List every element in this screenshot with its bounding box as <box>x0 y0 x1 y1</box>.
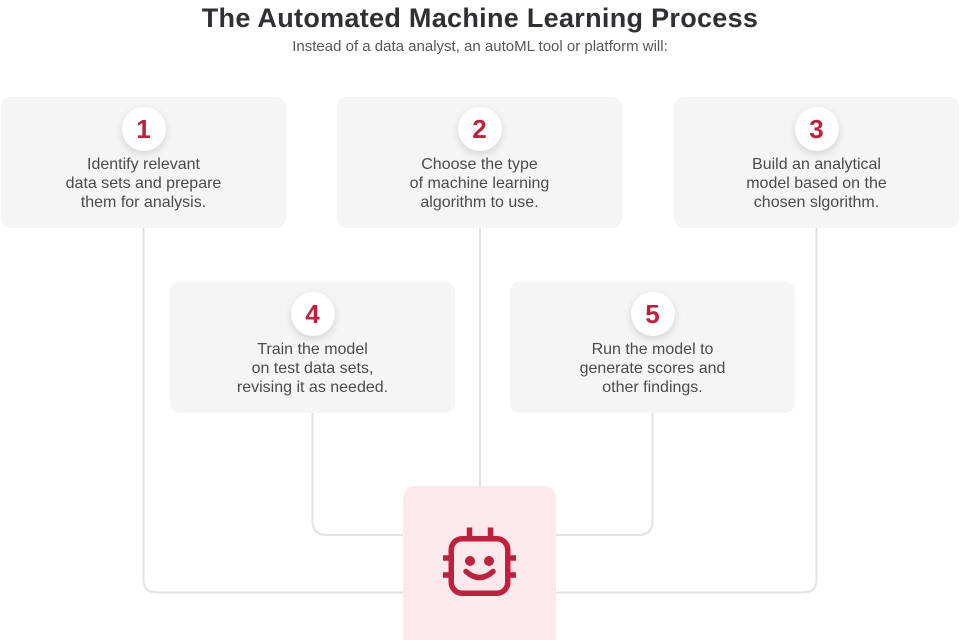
step-3-number-badge: 3 <box>794 107 839 151</box>
step-5-number-badge: 5 <box>630 292 675 336</box>
page-subtitle: Instead of a data analyst, an autoML too… <box>292 38 668 55</box>
step-1-number-badge: 1 <box>121 107 166 151</box>
robot-smile <box>463 568 496 581</box>
step-4-number-badge: 4 <box>290 292 335 336</box>
step-card-4: 4 Train the model on test data sets, rev… <box>170 282 455 413</box>
robot-card <box>403 486 556 640</box>
step-card-3: 3 Build an analytical model based on the… <box>674 97 959 228</box>
robot-eye-right <box>484 556 494 566</box>
step-2-number-badge: 2 <box>457 107 502 151</box>
step-card-2: 2 Choose the type of machine learning al… <box>337 97 622 228</box>
step-card-1: 1 Identify relevant data sets and prepar… <box>1 97 286 228</box>
robot-face-icon <box>443 527 516 596</box>
step-card-5: 5 Run the model to generate scores and o… <box>510 282 795 413</box>
page-title: The Automated Machine Learning Process <box>201 3 759 33</box>
step-5-description: Run the model to generate scores and oth… <box>579 341 726 396</box>
step-2-description: Choose the type of machine learning algo… <box>409 156 550 211</box>
step-1-description: Identify relevant data sets and prepare … <box>65 156 222 211</box>
step-3-description: Build an analytical model based on the c… <box>746 156 887 211</box>
robot-eye-left <box>465 556 475 566</box>
step-4-description: Train the model on test data sets, revis… <box>236 341 389 396</box>
robot-head <box>448 536 511 596</box>
